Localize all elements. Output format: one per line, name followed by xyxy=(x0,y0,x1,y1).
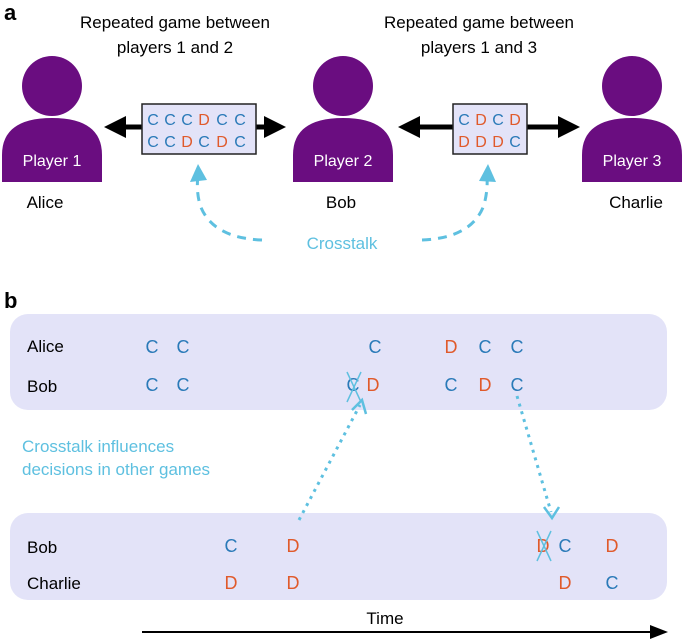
move-c: C xyxy=(177,375,190,395)
move-c: C xyxy=(479,337,492,357)
move-d: D xyxy=(492,134,504,151)
player-3-badge: Player 3 xyxy=(603,153,662,170)
player-1-badge: Player 1 xyxy=(23,153,82,170)
move-d: D xyxy=(475,134,487,151)
move-c: C xyxy=(606,573,619,593)
move-c: C xyxy=(146,375,159,395)
move-c: C xyxy=(181,112,193,129)
player-2-icon xyxy=(293,56,393,182)
time-arrow xyxy=(142,625,668,639)
game-box-13 xyxy=(452,103,528,155)
move-d: D xyxy=(475,112,487,129)
move-c: C xyxy=(559,536,572,556)
move-c: C xyxy=(164,134,176,151)
move-d: D xyxy=(509,112,521,129)
crossed-out-mark-2 xyxy=(536,530,552,562)
move-d: D xyxy=(479,375,492,395)
move-d: D xyxy=(559,573,572,593)
player-3-icon xyxy=(582,56,682,182)
player-2-badge: Player 2 xyxy=(314,153,373,170)
move-c: C xyxy=(511,375,524,395)
move-c: C xyxy=(164,112,176,129)
influence-text-line2: decisions in other games xyxy=(22,460,210,479)
player-3-name: Charlie xyxy=(609,193,663,212)
move-c: C xyxy=(216,112,228,129)
move-d: D xyxy=(445,337,458,357)
game-2-panel xyxy=(10,513,667,600)
move-d: D xyxy=(216,134,228,151)
move-d: D xyxy=(198,112,210,129)
game-1-row-2-name: Bob xyxy=(27,377,57,396)
player-1-name: Alice xyxy=(27,193,64,212)
game-box-12 xyxy=(141,103,257,155)
crossed-out-mark-1 xyxy=(346,371,362,403)
move-c: C xyxy=(234,134,246,151)
move-d: D xyxy=(225,573,238,593)
game-2-row-2-name: Charlie xyxy=(27,574,81,593)
move-d: D xyxy=(606,536,619,556)
move-d: D xyxy=(367,375,380,395)
move-c: C xyxy=(147,112,159,129)
move-c: C xyxy=(509,134,521,151)
move-c: C xyxy=(225,536,238,556)
move-c: C xyxy=(146,337,159,357)
influence-arrow-up xyxy=(297,397,368,521)
move-c: C xyxy=(511,337,524,357)
player-2-name: Bob xyxy=(326,193,356,212)
move-c: C xyxy=(147,134,159,151)
panel-a-label: a xyxy=(4,0,17,25)
move-d: D xyxy=(181,134,193,151)
game-1-panel xyxy=(10,314,667,410)
panel-b-label: b xyxy=(4,288,17,313)
move-c: C xyxy=(445,375,458,395)
move-d: D xyxy=(458,134,470,151)
game-1-row-1-name: Alice xyxy=(27,337,64,356)
move-c: C xyxy=(198,134,210,151)
move-c: C xyxy=(492,112,504,129)
game-12-title-line1: Repeated game between xyxy=(80,13,270,32)
player-1-icon xyxy=(2,56,102,182)
game-12-title-line2: players 1 and 2 xyxy=(117,38,233,57)
move-c: C xyxy=(369,337,382,357)
crosstalk-arrow-left xyxy=(190,164,263,242)
game-13-title-line2: players 1 and 3 xyxy=(421,38,537,57)
move-c: C xyxy=(177,337,190,357)
crosstalk-arrow-right xyxy=(421,164,496,242)
move-c: C xyxy=(234,112,246,129)
move-c: C xyxy=(458,112,470,129)
influence-arrow-down xyxy=(515,395,561,521)
game-2-row-1-name: Bob xyxy=(27,538,57,557)
time-label: Time xyxy=(366,609,403,628)
game-13-title-line1: Repeated game between xyxy=(384,13,574,32)
move-d: D xyxy=(287,536,300,556)
move-d: D xyxy=(287,573,300,593)
crosstalk-label: Crosstalk xyxy=(307,234,378,253)
influence-text-line1: Crosstalk influences xyxy=(22,437,174,456)
